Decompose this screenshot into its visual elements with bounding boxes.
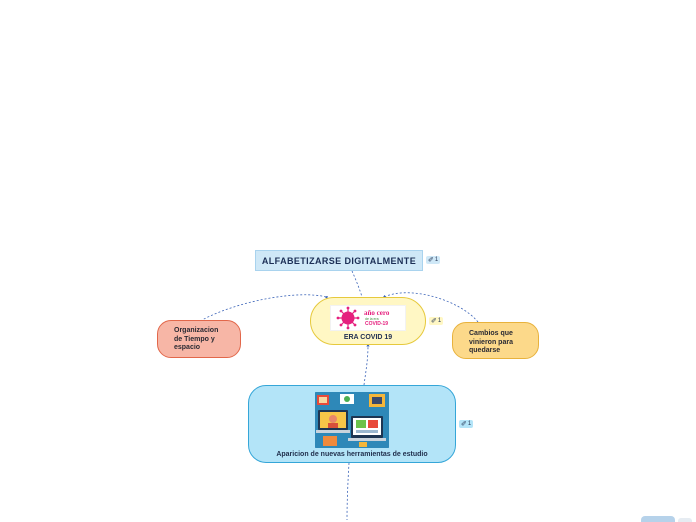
topic-organizacion-line-3: espacio bbox=[174, 344, 201, 351]
aparicion-badge-count: 1 bbox=[467, 421, 472, 427]
online-study-image bbox=[315, 392, 389, 448]
era-comment-badge[interactable]: ✐ 1 bbox=[429, 317, 444, 325]
aparicion-comment-badge[interactable]: ✐ 1 bbox=[459, 420, 474, 428]
topic-alfabetizarse[interactable]: ALFABETIZARSE DIGITALMENTE bbox=[255, 250, 423, 271]
zoom-control[interactable] bbox=[641, 516, 675, 522]
topic-organizacion-line-1: Organizacion bbox=[174, 327, 219, 334]
connector-aparicion-down bbox=[346, 462, 350, 520]
coronavirus-image bbox=[336, 306, 360, 330]
comment-icon: ✐ bbox=[431, 317, 437, 325]
topic-aparicion-label: Aparicion de nuevas herramientas de estu… bbox=[276, 451, 428, 458]
view-control[interactable] bbox=[678, 518, 692, 522]
connector-title-era bbox=[351, 270, 363, 298]
topic-alfabetizarse-label: ALFABETIZARSE DIGITALMENTE bbox=[261, 255, 417, 266]
comment-icon: ✐ bbox=[428, 256, 434, 264]
topic-cambios-line-1: Cambios que bbox=[469, 330, 513, 337]
topic-cambios[interactable]: Cambios que vinieron para quedarse bbox=[452, 322, 539, 359]
topic-aparicion[interactable]: Aparicion de nuevas herramientas de estu… bbox=[248, 385, 456, 463]
era-image-text-2: COVID-19 bbox=[365, 321, 389, 327]
connector-aparicion-era bbox=[363, 343, 370, 386]
era-badge-count: 1 bbox=[437, 318, 442, 324]
title-comment-badge[interactable]: ✐ 1 bbox=[426, 256, 441, 264]
topic-era-covid[interactable]: año cero de la era COVID-19 ERA COVID 19 bbox=[310, 297, 426, 345]
topic-cambios-line-3: quedarse bbox=[469, 347, 501, 354]
connector-cambios-era bbox=[382, 292, 479, 323]
topic-cambios-line-2: vinieron para bbox=[469, 338, 513, 346]
era-image-text-small: de la era bbox=[365, 317, 379, 321]
topic-era-covid-label: ERA COVID 19 bbox=[343, 334, 393, 341]
era-image-text-1: año cero bbox=[364, 309, 390, 317]
title-badge-count: 1 bbox=[434, 257, 439, 263]
connector-era-org bbox=[201, 294, 328, 321]
topic-organizacion-line-2: de Tiempo y bbox=[174, 335, 215, 343]
comment-icon: ✐ bbox=[461, 420, 467, 428]
topic-organizacion[interactable]: Organizacion de Tiempo y espacio bbox=[157, 320, 241, 358]
online-study-icon bbox=[315, 392, 389, 448]
coronavirus-icon: año cero de la era COVID-19 bbox=[330, 305, 406, 331]
